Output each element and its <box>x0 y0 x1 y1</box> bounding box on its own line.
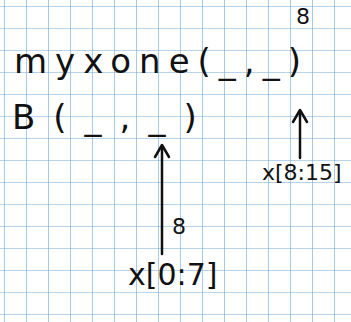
arrow-up <box>161 146 164 254</box>
signal-name: x[8:15] <box>262 162 342 184</box>
signal-name: x[0:7] <box>128 260 217 290</box>
module-call: myxone(_,_) <box>14 44 309 78</box>
module-call: B(_,_) <box>12 100 215 134</box>
arrow-head <box>155 145 169 157</box>
bus-width: 8 <box>296 6 310 28</box>
arrow-head <box>293 110 307 122</box>
arrow-up <box>299 112 302 158</box>
bus-width: 8 <box>172 216 186 238</box>
